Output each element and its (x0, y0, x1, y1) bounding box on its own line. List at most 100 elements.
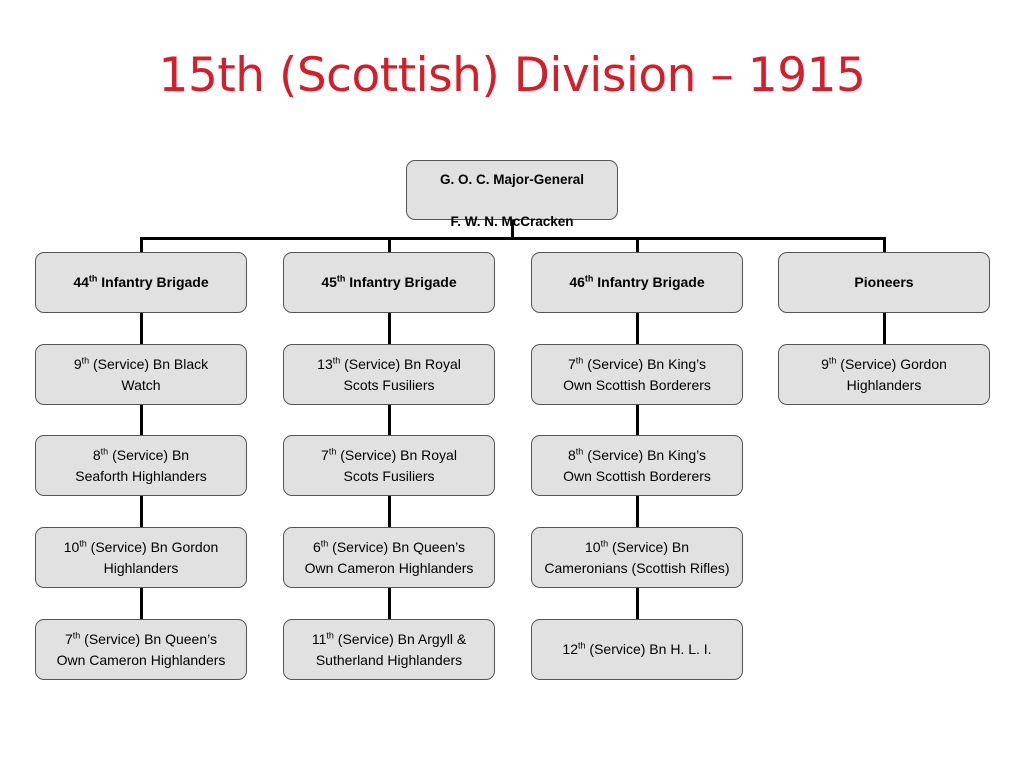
battalion-box-text: (Service) Bn Royal Scots Fusiliers (340, 446, 457, 484)
battalion-box: 6th (Service) Bn Queen’s Own Cameron Hig… (283, 527, 495, 588)
root-line-1: G. O. C. Major-General (439, 172, 585, 187)
battalion-box-number: 13 (317, 355, 333, 372)
battalion-box-label: 8th (Service) Bn King’s Own Scottish Bor… (563, 445, 711, 487)
battalion-box-ordinal: th (79, 537, 87, 548)
battalion-box: 8th (Service) Bn Seaforth Highlanders (35, 435, 247, 496)
unit-connector-line (140, 405, 143, 435)
unit-connector-line (140, 496, 143, 527)
unit-connector-line (636, 313, 639, 344)
battalion-box-text: (Service) Bn Gordon Highlanders (90, 538, 219, 576)
unit-connector-line (388, 588, 391, 619)
root-line-2: F. W. N. McCracken (450, 214, 574, 229)
battalion-box-label: 10th (Service) Bn Cameronians (Scottish … (544, 537, 729, 579)
brigade-header-text: Infantry Brigade (345, 274, 457, 290)
battalion-box: 8th (Service) Bn King’s Own Scottish Bor… (531, 435, 743, 496)
brigade-drop-line (388, 237, 391, 252)
brigade-header-label: 44th Infantry Brigade (73, 272, 208, 293)
battalion-box-text: (Service) Bn Cameronians (Scottish Rifle… (544, 538, 730, 576)
battalion-box-ordinal: th (320, 537, 329, 548)
battalion-box-number: 11 (311, 630, 327, 647)
battalion-box-label: 7th (Service) Bn Royal Scots Fusiliers (321, 445, 457, 487)
brigade-header-number: 44 (73, 274, 89, 290)
battalion-box-label: 7th (Service) Bn Queen’s Own Cameron Hig… (57, 629, 226, 671)
unit-connector-line (140, 313, 143, 344)
battalion-box-number: 6 (312, 538, 321, 555)
battalion-box: 11th (Service) Bn Argyll & Sutherland Hi… (283, 619, 495, 680)
brigade-header-number: 45 (321, 274, 337, 290)
unit-connector-line (140, 588, 143, 619)
unit-connector-line (636, 405, 639, 435)
brigade-header-number: 46 (569, 274, 585, 290)
unit-connector-line (883, 313, 886, 344)
battalion-box-label: 9th (Service) Gordon Highlanders (821, 354, 947, 396)
brigade-bus-line (140, 237, 886, 240)
battalion-box-ordinal: th (578, 640, 586, 651)
brigade-header-label: 46th Infantry Brigade (569, 272, 704, 293)
battalion-box-text: (Service) Bn Queen’s Own Cameron Highlan… (304, 538, 474, 576)
unit-connector-line (388, 313, 391, 344)
battalion-box-text: (Service) Bn King’s Own Scottish Bordere… (563, 446, 711, 484)
battalion-box-number: 8 (92, 446, 101, 463)
battalion-box-ordinal: th (828, 354, 837, 365)
battalion-box-ordinal: th (575, 354, 584, 365)
battalion-box-ordinal: th (326, 629, 334, 640)
battalion-box-number: 7 (64, 630, 73, 647)
battalion-box-label: 9th (Service) Bn Black Watch (74, 354, 208, 396)
battalion-box-ordinal: th (328, 445, 337, 456)
battalion-box-label: 6th (Service) Bn Queen’s Own Cameron Hig… (305, 537, 474, 579)
unit-connector-line (388, 496, 391, 527)
brigade-header: 45th Infantry Brigade (283, 252, 495, 313)
battalion-box: 7th (Service) Bn Royal Scots Fusiliers (283, 435, 495, 496)
battalion-box: 9th (Service) Bn Black Watch (35, 344, 247, 405)
brigade-header-text: Pioneers (854, 274, 914, 290)
battalion-box: 9th (Service) Gordon Highlanders (778, 344, 990, 405)
battalion-box-label: 12th (Service) Bn H. L. I. (562, 639, 711, 660)
battalion-box-number: 9 (821, 355, 829, 372)
battalion-box-label: 7th (Service) Bn King’s Own Scottish Bor… (563, 354, 711, 396)
battalion-box-text: (Service) Bn Black Watch (93, 355, 209, 393)
battalion-box-text: (Service) Bn H. L. I. (585, 641, 712, 657)
battalion-box-number: 9 (73, 355, 82, 372)
brigade-header: Pioneers (778, 252, 990, 313)
battalion-box-text: (Service) Bn Royal Scots Fusiliers (343, 355, 461, 393)
battalion-box-ordinal: th (81, 354, 90, 365)
battalion-box-ordinal: th (575, 445, 584, 456)
battalion-box-text: (Service) Bn Seaforth Highlanders (75, 446, 207, 484)
battalion-box-text: (Service) Bn Queen’s Own Cameron Highlan… (56, 630, 226, 668)
battalion-box-ordinal: th (600, 537, 609, 548)
battalion-box-number: 10 (584, 538, 601, 555)
battalion-box-label: 10th (Service) Bn Gordon Highlanders (64, 537, 219, 579)
battalion-box: 13th (Service) Bn Royal Scots Fusiliers (283, 344, 495, 405)
battalion-box-label: 13th (Service) Bn Royal Scots Fusiliers (317, 354, 461, 396)
root-connector (511, 220, 514, 237)
brigade-header: 44th Infantry Brigade (35, 252, 247, 313)
battalion-box: 7th (Service) Bn King’s Own Scottish Bor… (531, 344, 743, 405)
brigade-header-ordinal: th (584, 273, 594, 284)
battalion-box-number: 7 (568, 355, 576, 372)
brigade-header-text: Infantry Brigade (593, 274, 705, 290)
battalion-box-ordinal: th (100, 445, 109, 456)
brigade-header-ordinal: th (336, 273, 346, 284)
brigade-drop-line (140, 237, 143, 252)
brigade-header-ordinal: th (88, 273, 98, 284)
battalion-box: 7th (Service) Bn Queen’s Own Cameron Hig… (35, 619, 247, 680)
battalion-box: 10th (Service) Bn Cameronians (Scottish … (531, 527, 743, 588)
battalion-box-text: (Service) Bn King’s Own Scottish Bordere… (563, 355, 711, 393)
battalion-box-number: 10 (63, 538, 80, 555)
battalion-box-ordinal: th (72, 629, 81, 640)
brigade-drop-line (883, 237, 886, 252)
battalion-box-text: (Service) Gordon Highlanders (840, 355, 947, 393)
unit-connector-line (636, 496, 639, 527)
brigade-header-label: 45th Infantry Brigade (321, 272, 456, 293)
battalion-box-label: 8th (Service) Bn Seaforth Highlanders (75, 445, 207, 487)
diagram-title: 15th (Scottish) Division – 1915 (158, 48, 866, 103)
brigade-header-text: Infantry Brigade (97, 274, 209, 290)
battalion-box: 10th (Service) Bn Gordon Highlanders (35, 527, 247, 588)
brigade-drop-line (636, 237, 639, 252)
unit-connector-line (388, 405, 391, 435)
battalion-box: 12th (Service) Bn H. L. I. (531, 619, 743, 680)
battalion-box-text: (Service) Bn Argyll & Sutherland Highlan… (315, 630, 467, 668)
battalion-box-ordinal: th (332, 354, 341, 365)
battalion-box-label: 11th (Service) Bn Argyll & Sutherland Hi… (312, 629, 466, 671)
battalion-box-number: 8 (568, 446, 576, 463)
